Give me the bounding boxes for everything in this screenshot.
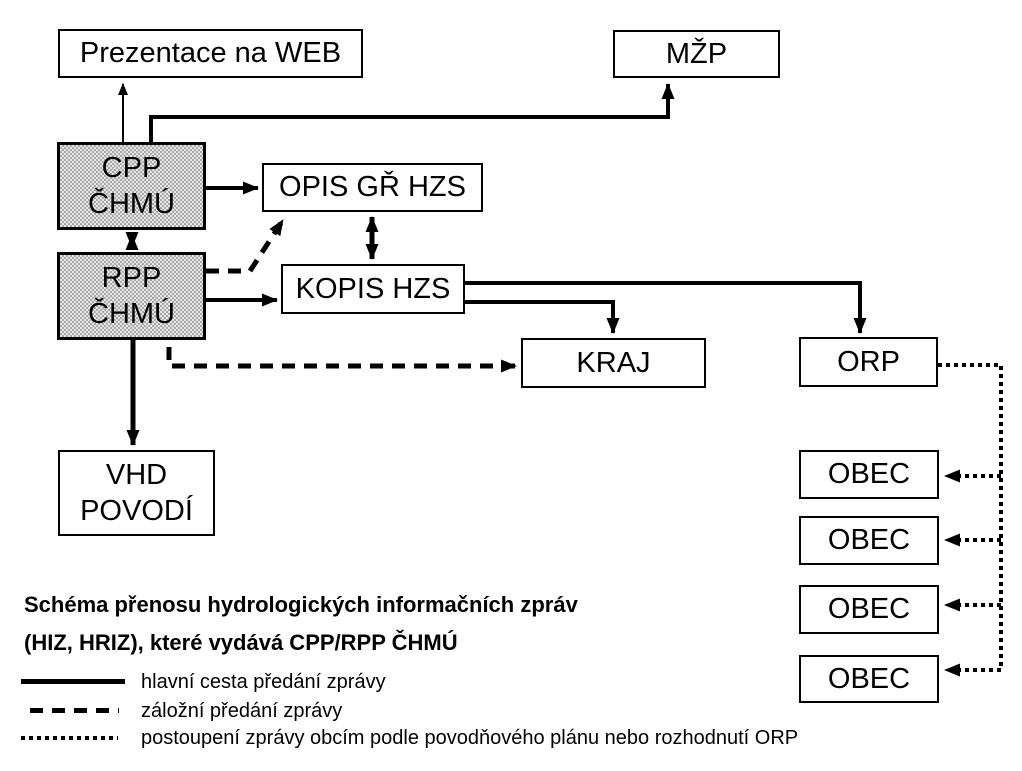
node-kraj: KRAJ: [521, 338, 706, 388]
node-rpp-chmu-label-line1: RPP: [101, 261, 162, 294]
node-opis-gr-hzs-label: OPIS GŘ HZS: [279, 171, 466, 204]
legend-dashed-line-label: záložní předání zprávy: [141, 700, 343, 722]
node-prezentace-na-web-label: Prezentace na WEB: [79, 37, 342, 70]
node-cpp-chmu-label-line1: CPP: [101, 151, 162, 184]
diagram-title-line2: (HIZ, HRIZ), které vydává CPP/RPP ČHMÚ: [24, 630, 458, 655]
node-vhd-povodi-label-line2: POVODÍ: [80, 495, 193, 527]
legend-dashed-line-swatch: [30, 708, 119, 713]
node-orp-label: ORP: [837, 345, 900, 378]
legend-solid-line-swatch: [21, 679, 125, 684]
diagram-title-line1: Schéma přenosu hydrologických informační…: [24, 592, 578, 617]
node-obec-1-label: OBEC: [827, 458, 911, 491]
node-orp: ORP: [799, 337, 938, 387]
connector-cpp-to-mzp: [149, 83, 675, 142]
node-vhd-povodi-label-line1: VHD: [105, 458, 168, 491]
node-obec-2: OBEC: [799, 516, 939, 565]
node-rpp-chmu: RPP ČHMÚ: [57, 252, 206, 340]
node-kraj-label: KRAJ: [576, 346, 651, 379]
connector-orp-to-obec-trunk-dotted: [938, 363, 1003, 670]
node-rpp-chmu-label-line2: ČHMÚ: [88, 298, 175, 330]
diagram-title: Schéma přenosu hydrologických informační…: [24, 586, 624, 662]
node-obec-3: OBEC: [799, 585, 939, 634]
node-obec-4-label: OBEC: [827, 662, 911, 695]
node-obec-1: OBEC: [799, 450, 939, 499]
connector-kopis-to-kraj: [465, 300, 620, 334]
connector-kopis-to-orp: [465, 281, 867, 334]
node-kopis-hzs-label: KOPIS HZS: [295, 272, 451, 305]
node-opis-gr-hzs: OPIS GŘ HZS: [262, 163, 483, 212]
node-cpp-chmu: CPP ČHMÚ: [57, 142, 206, 230]
legend-solid-line-label: hlavní cesta předání zprávy: [141, 671, 386, 693]
legend-dotted-line-label: postoupení zprávy obcím podle povodňovéh…: [141, 727, 799, 749]
node-cpp-chmu-label-line2: ČHMÚ: [88, 188, 175, 220]
node-vhd-povodi: VHD POVODÍ: [58, 450, 215, 536]
node-obec-2-label: OBEC: [827, 524, 911, 557]
legend-dotted-line-swatch: [21, 736, 118, 740]
node-obec-4: OBEC: [799, 655, 939, 703]
connector-rpp-to-kraj-backup-dashed: [166, 347, 517, 373]
node-prezentace-na-web: Prezentace na WEB: [58, 29, 363, 78]
node-mzp-label: MŽP: [665, 37, 728, 70]
connector-rpp-to-opis-backup-dashed: [206, 218, 286, 274]
node-kopis-hzs: KOPIS HZS: [281, 264, 465, 314]
node-mzp: MŽP: [613, 30, 780, 78]
node-obec-3-label: OBEC: [827, 593, 911, 626]
